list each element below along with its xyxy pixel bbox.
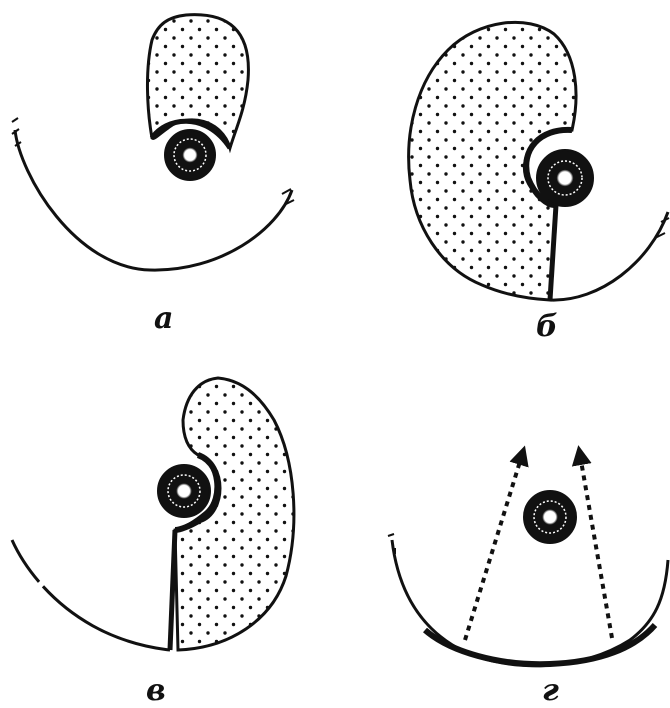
panel-v-outer-contour bbox=[12, 540, 170, 650]
panel-v bbox=[12, 378, 294, 650]
panel-g-nodule bbox=[524, 491, 576, 543]
panel-g-arrow-left bbox=[465, 455, 522, 640]
panel-b bbox=[409, 22, 669, 300]
panel-b-outer-contour bbox=[550, 212, 668, 300]
panel-g bbox=[388, 455, 668, 666]
panel-a-label: а bbox=[154, 304, 173, 334]
panel-g-arrow-right bbox=[580, 455, 612, 638]
panel-b-label: б bbox=[536, 312, 558, 342]
panel-v-nodule bbox=[158, 465, 210, 517]
panel-v-septum bbox=[170, 530, 175, 650]
panel-a-outer-contour bbox=[15, 130, 292, 270]
panel-a-nodule bbox=[165, 130, 215, 180]
panel-g-label: г bbox=[542, 676, 559, 706]
panel-b-nodule bbox=[537, 150, 593, 206]
panel-v-label: в bbox=[146, 676, 166, 706]
panel-a bbox=[12, 15, 294, 270]
